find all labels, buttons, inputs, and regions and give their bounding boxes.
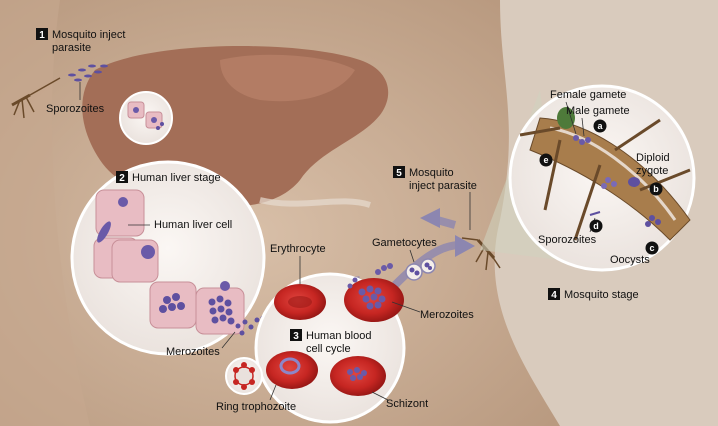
erythrocyte-ring [266,351,318,389]
arrow-head-left [420,208,440,228]
merozoites-right-label: Merozoites [420,309,474,321]
gametocytes-leader [409,249,415,263]
gametocytes-group [375,258,436,281]
oocysts-label: Oocysts [610,254,650,266]
step-5-number: 5 [396,168,402,179]
step-1-label-line1: Mosquito inject [52,29,125,41]
step-4-number: 4 [551,290,557,301]
rbc-merozoites [347,277,386,310]
diploid-zygote-label-2: zygote [636,165,668,177]
letter-badge-d: d [589,219,603,233]
letter-a: a [597,121,603,131]
ring-trophozoite-leader [269,384,277,401]
step-1-number: 1 [39,30,45,41]
mosquito-left-icon [11,77,61,119]
letter-badge-b: b [649,182,663,196]
mosquito-legs [519,118,691,241]
step-4-label: Mosquito stage [564,289,639,301]
step-2-number: 2 [119,173,125,184]
mosquito-head [557,107,575,129]
flow-arrow-blood-to-mosquito [392,241,461,288]
merozoites-left-label: Merozoites [166,346,220,358]
step-5-label-line2: inject parasite [409,180,477,192]
letter-c: c [649,243,654,253]
nucleus-2 [97,221,111,243]
female-gamete-leader [565,101,577,135]
sporozoites-right-label: Sporozoites [538,234,597,246]
step-5-label-line1: Mosquito [409,167,454,179]
diploid-zygote [628,177,640,187]
letter-b: b [653,184,659,194]
sporozoites-left-label: Sporozoites [46,103,105,115]
arrow-head-5 [455,235,475,257]
liver-schizont-large [208,295,235,325]
gametocytes-label: Gametocytes [372,237,437,249]
step-4-badge [548,288,560,300]
sporozoite-streak [589,211,601,216]
sporozoites-left-swarm [68,64,108,82]
letter-badge-c: c [645,241,659,255]
diploid-zygote-label-1: Diploid [636,152,670,164]
step-3-label-line2: cell cycle [306,343,351,355]
step-3-badge [290,329,302,341]
erythrocyte-label: Erythrocyte [270,243,326,255]
step-3-number: 3 [293,331,299,342]
liver-highlight [220,54,355,102]
male-gamete-label: Male gamete [566,105,630,117]
human-liver-cell-label: Human liver cell [154,219,232,231]
schizont-leader [371,391,389,401]
vessel-decoration [259,197,371,208]
step-1-badge [36,28,48,40]
nucleus-3 [141,245,155,259]
rbc-group [266,277,404,396]
step-2-label: Human liver stage [132,172,221,184]
oocyst-cluster [645,215,661,227]
schizont-cluster [347,367,367,381]
gametes-cluster [573,135,591,145]
female-gamete-label: Female gamete [550,89,626,101]
liver-cells-group [93,189,245,335]
schizont-label: Schizont [386,398,428,410]
letter-e: e [543,155,548,165]
step-5-badge [393,166,405,178]
liver-entry-cells [127,101,164,130]
ring-parasite [279,357,301,375]
step-2-badge [116,171,128,183]
letter-badge-e: e [539,153,553,167]
male-gamete-leader [581,117,585,137]
mosquito-anatomy [519,107,691,241]
merozoites-right-leader [391,301,421,313]
letter-d: d [593,221,599,231]
liver-schizont-small [159,293,185,313]
merozoites-left-leader [221,331,236,349]
ring-trophozoite-label: Ring trophozoite [216,401,296,413]
ring-zoom-contents [233,362,255,390]
step-1-label-line2: parasite [52,42,91,54]
letter-badge-a: a [593,119,607,133]
nucleus-1 [118,197,128,207]
step-3-label-line1: Human blood [306,330,371,342]
zygote-cluster [601,177,617,189]
